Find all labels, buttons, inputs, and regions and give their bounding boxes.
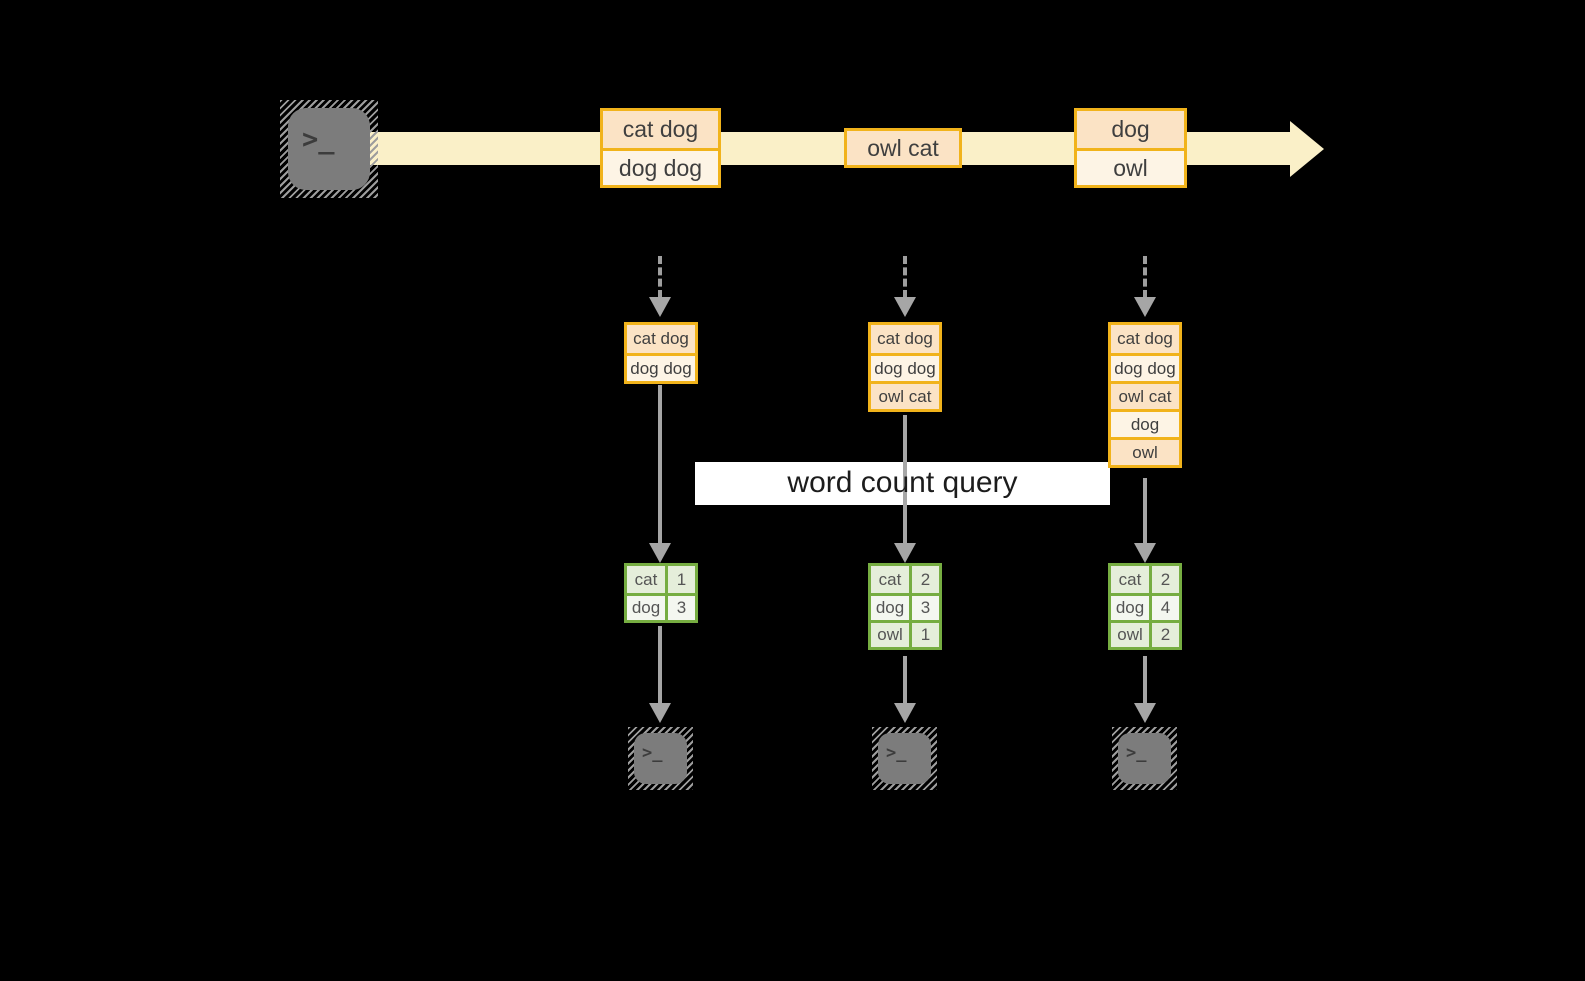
buffer-cell: dog dog [627, 353, 695, 381]
flow-line [903, 656, 907, 705]
arrowhead-icon [1134, 297, 1156, 317]
terminal-prompt-glyph: >_ [642, 743, 663, 763]
terminal-screen: >_ [634, 733, 687, 784]
count-cell: 1 [676, 569, 687, 589]
buffer-cell: owl cat [871, 381, 939, 409]
word-cell: owl [871, 623, 912, 647]
dashed-flow-line [1143, 256, 1147, 298]
arrowhead-icon [894, 703, 916, 723]
arrowhead-icon [1134, 703, 1156, 723]
terminal-prompt-glyph: >_ [886, 743, 907, 763]
sink-terminal-icon: >_ [1112, 727, 1177, 790]
count-row: dog 4 [1111, 593, 1179, 620]
word-cell: dog [627, 596, 668, 620]
count-row: cat 2 [871, 566, 939, 593]
sink-terminal-icon: >_ [628, 727, 693, 790]
buffer-cell: dog dog [1111, 353, 1179, 381]
buffer-cell: owl [1111, 437, 1179, 465]
arrowhead-icon [649, 543, 671, 563]
count-cell: 3 [920, 598, 931, 617]
count-table: cat 1 dog 3 [624, 563, 698, 623]
stream-event-box: owl cat [844, 128, 962, 168]
count-cell: 1 [920, 625, 931, 644]
dashed-flow-line [658, 256, 662, 298]
buffer-stack: cat dog dog dog owl cat [868, 322, 942, 412]
count-row: cat 1 [627, 566, 695, 593]
event-cell: owl [1077, 148, 1184, 185]
arrowhead-icon [649, 297, 671, 317]
word-cell: cat [1111, 566, 1152, 593]
sink-terminal-icon: >_ [872, 727, 937, 790]
flow-line [1143, 478, 1147, 545]
event-cell: owl cat [847, 131, 959, 165]
flow-line [658, 385, 662, 545]
flow-line [658, 626, 662, 705]
buffer-stack: cat dog dog dog [624, 322, 698, 384]
flow-line [903, 415, 907, 545]
word-cell: cat [627, 566, 668, 593]
count-row: dog 3 [627, 593, 695, 620]
count-cell: 4 [1160, 598, 1171, 617]
flow-line [1143, 656, 1147, 705]
buffer-cell: owl cat [1111, 381, 1179, 409]
terminal-screen: >_ [878, 733, 931, 784]
arrowhead-icon [649, 703, 671, 723]
buffer-cell: dog [1111, 409, 1179, 437]
word-cell: dog [1111, 596, 1152, 620]
count-cell: 2 [1160, 625, 1171, 644]
query-label: word count query [787, 466, 1018, 499]
word-cell: dog [871, 596, 912, 620]
arrowhead-icon [1134, 543, 1156, 563]
arrowhead-icon [894, 543, 916, 563]
event-cell: dog [1077, 111, 1184, 148]
buffer-cell: cat dog [1111, 325, 1179, 353]
word-cell: cat [871, 566, 912, 593]
count-row: dog 3 [871, 593, 939, 620]
count-cell: 2 [920, 569, 931, 589]
count-table: cat 2 dog 4 owl 2 [1108, 563, 1182, 650]
stream-event-box: cat dog dog dog [600, 108, 721, 188]
terminal-prompt-glyph: >_ [302, 124, 335, 155]
event-cell: cat dog [603, 111, 718, 148]
terminal-screen: >_ [288, 108, 370, 190]
buffer-stack: cat dog dog dog owl cat dog owl [1108, 322, 1182, 468]
query-label-band [695, 462, 1110, 505]
buffer-cell: cat dog [627, 325, 695, 353]
arrowhead-icon [894, 297, 916, 317]
source-terminal-icon: >_ [280, 100, 378, 198]
stream-arrowhead-icon [1290, 121, 1324, 177]
buffer-cell: cat dog [871, 325, 939, 353]
stream-event-box: dog owl [1074, 108, 1187, 188]
count-cell: 3 [676, 598, 687, 617]
count-cell: 2 [1160, 569, 1171, 589]
word-cell: owl [1111, 623, 1152, 647]
terminal-screen: >_ [1118, 733, 1171, 784]
event-cell: dog dog [603, 148, 718, 185]
dashed-flow-line [903, 256, 907, 298]
count-row: owl 2 [1111, 620, 1179, 647]
count-row: owl 1 [871, 620, 939, 647]
terminal-prompt-glyph: >_ [1126, 743, 1147, 763]
buffer-cell: dog dog [871, 353, 939, 381]
count-table: cat 2 dog 3 owl 1 [868, 563, 942, 650]
count-row: cat 2 [1111, 566, 1179, 593]
